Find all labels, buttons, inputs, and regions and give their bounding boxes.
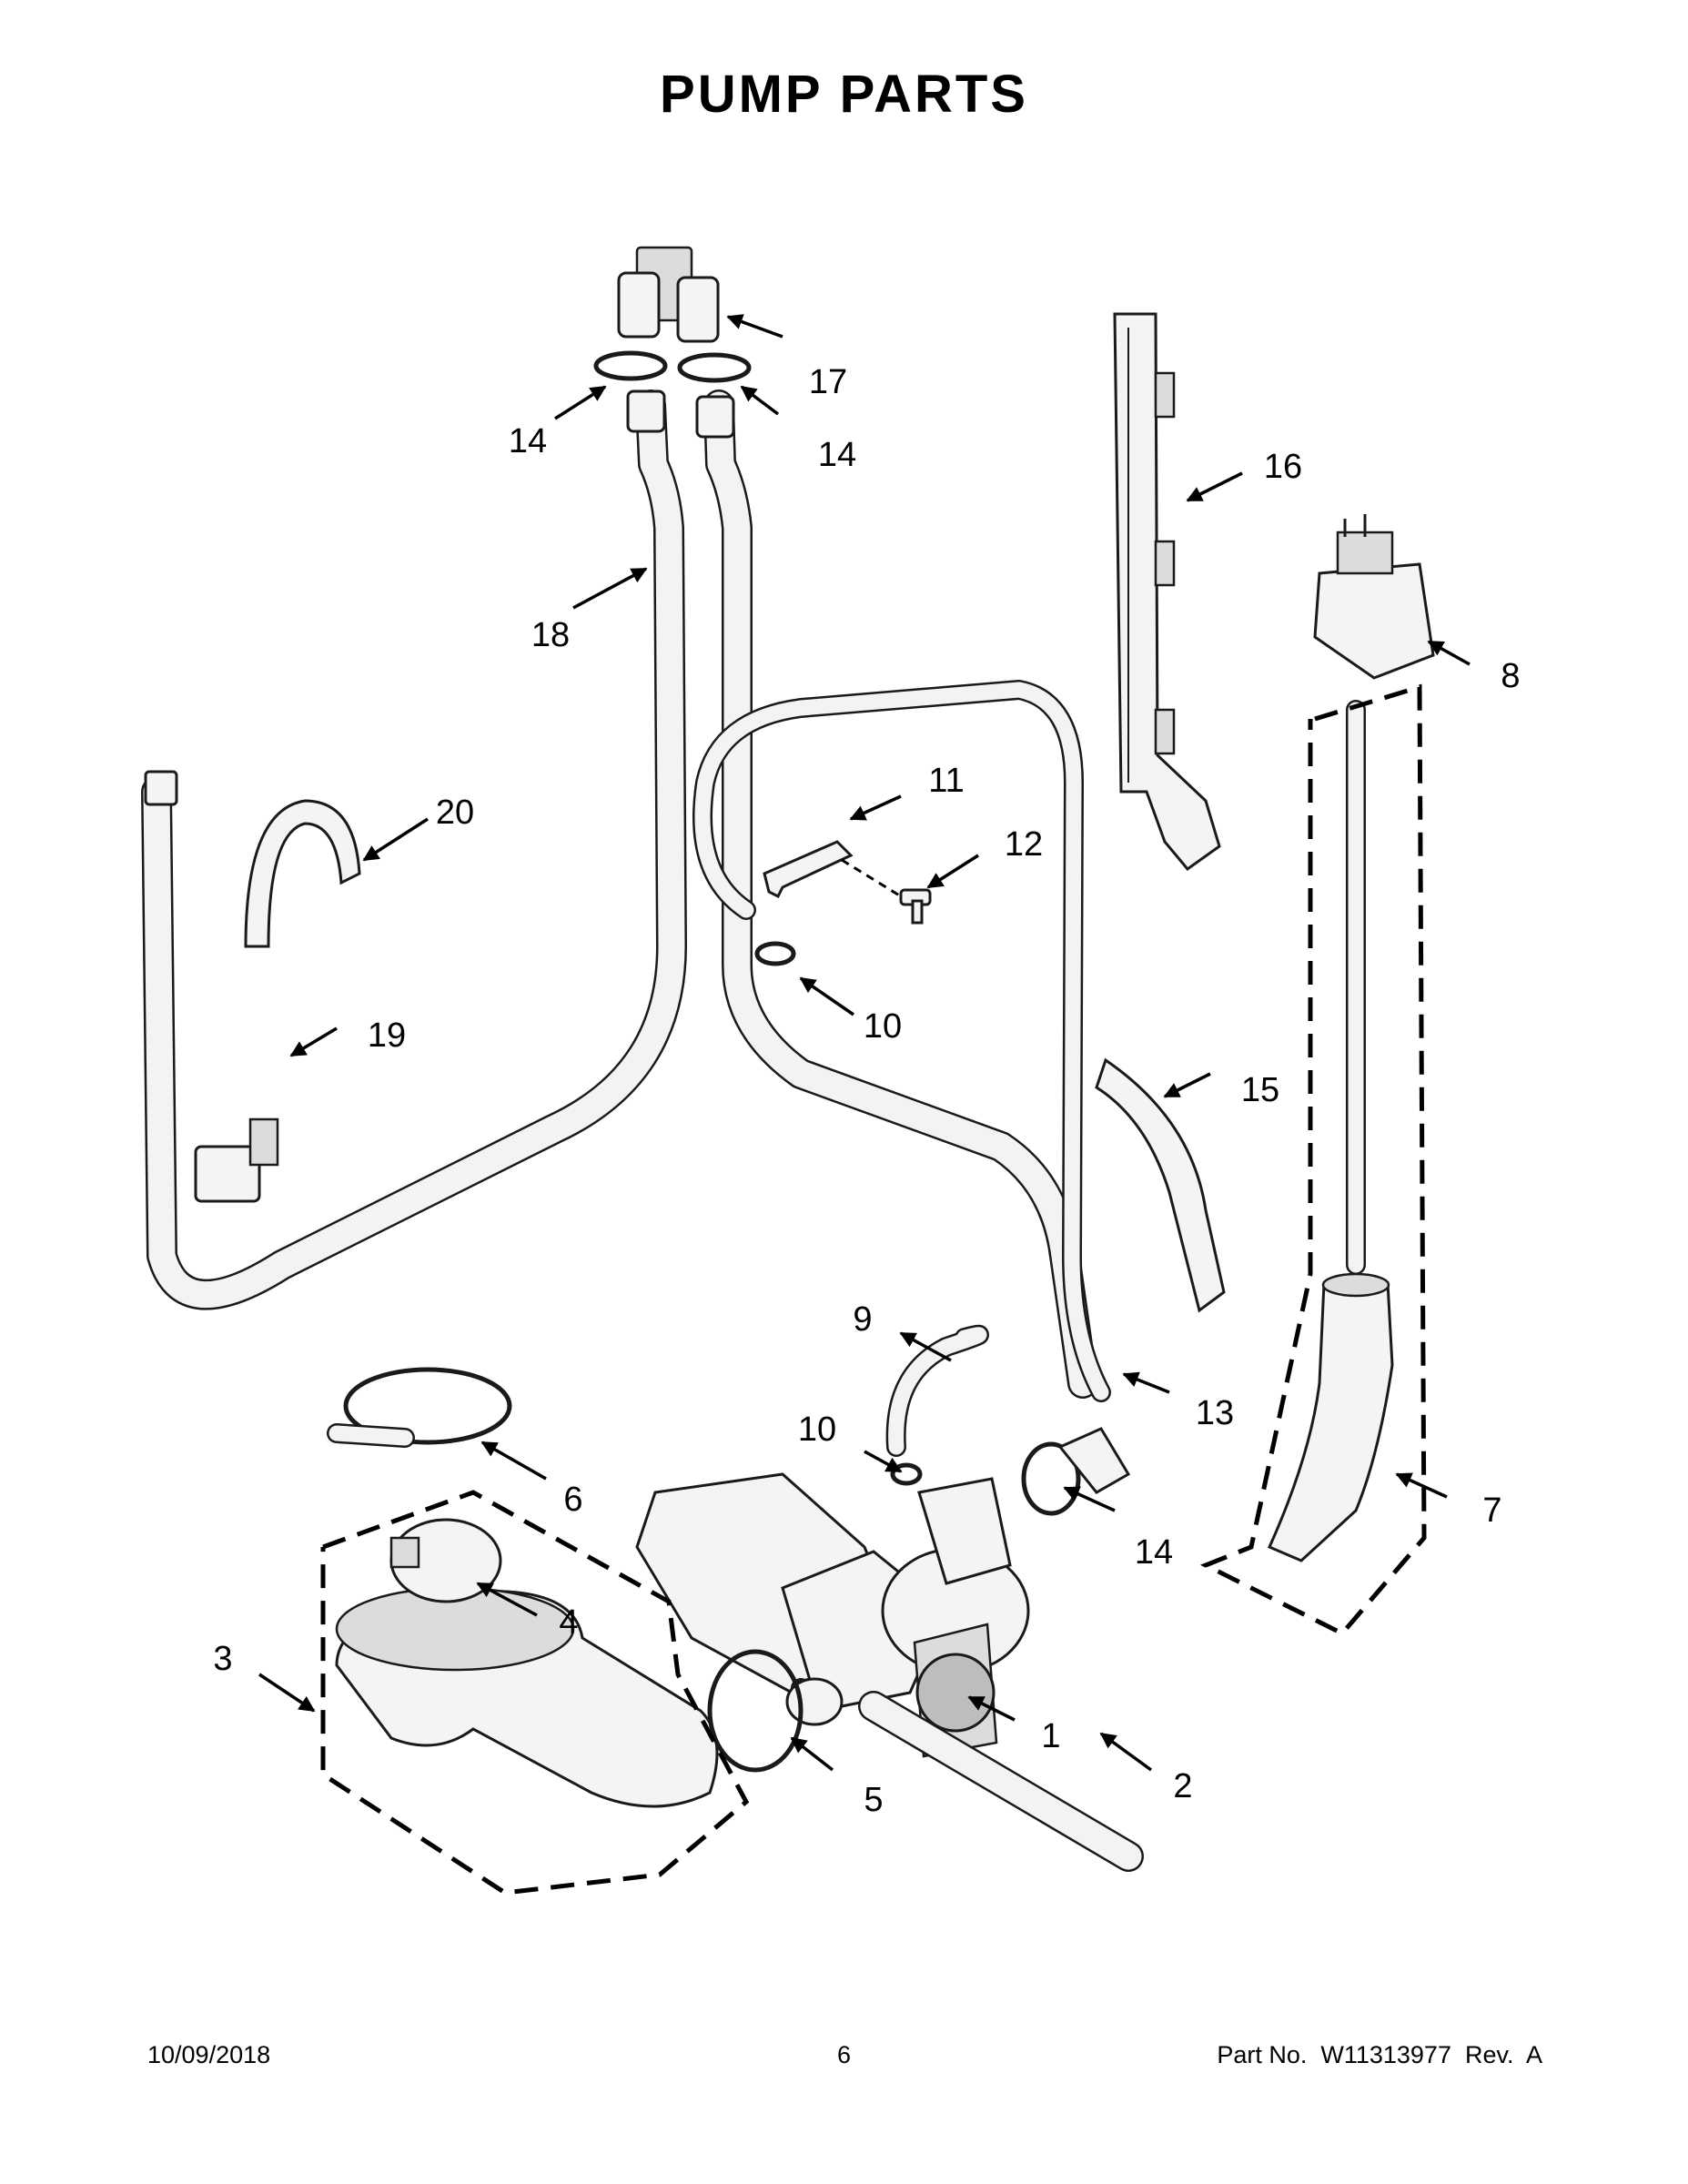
small-clamp-lower	[890, 1462, 923, 1486]
callout-9: 9	[853, 1300, 872, 1339]
hose-guide-bracket	[1113, 312, 1221, 872]
recirculation-hose	[692, 680, 1111, 1457]
callout-20: 20	[436, 794, 474, 832]
callout-11: 11	[928, 762, 964, 800]
callout-4: 4	[559, 1603, 578, 1642]
drain-pump	[635, 1472, 1144, 1872]
footer-date: 10/09/2018	[147, 2041, 271, 2068]
page-title: PUMP PARTS	[660, 65, 1028, 124]
hose-clamp-left	[593, 350, 668, 381]
callout-2: 2	[1173, 1767, 1192, 1805]
hose-clamp-pump	[1021, 1441, 1081, 1516]
clip-screw	[899, 888, 932, 925]
sump-group-outline	[320, 1490, 750, 1896]
pressure-switch	[1313, 514, 1435, 680]
hose-y-connector	[617, 246, 720, 343]
callout-18: 18	[531, 616, 570, 654]
callout-15: 15	[1241, 1071, 1279, 1109]
callout-6: 6	[563, 1481, 582, 1519]
tub-ring-clamp	[327, 1367, 512, 1448]
callout-12: 12	[1005, 825, 1043, 864]
hose-clamp-right	[677, 352, 752, 383]
hose-clip	[194, 1117, 279, 1203]
callout-14-pump: 14	[1135, 1533, 1173, 1572]
callout-14-left: 14	[509, 422, 547, 460]
air-dome-assembly	[1268, 700, 1394, 1562]
callout-5: 5	[864, 1781, 883, 1819]
footer-page-number: 6	[836, 2041, 852, 2068]
callout-17: 17	[809, 363, 847, 401]
callout-10-upper: 10	[864, 1007, 902, 1046]
hose-retaining-clip	[763, 840, 854, 899]
sump-hose	[335, 1518, 719, 1808]
drain-hose-assembly	[141, 389, 1098, 1399]
callout-14-right: 14	[818, 436, 856, 474]
small-clamp-upper	[754, 941, 796, 966]
callout-19: 19	[368, 1016, 406, 1055]
curved-hose-bracket	[1095, 1057, 1226, 1313]
hose-hook	[244, 799, 361, 948]
hose-elbow	[1057, 1427, 1131, 1494]
callout-3: 3	[213, 1640, 232, 1678]
callout-13: 13	[1196, 1394, 1234, 1432]
callout-10-lower: 10	[798, 1410, 836, 1449]
callout-7: 7	[1482, 1491, 1501, 1530]
callout-16: 16	[1264, 448, 1302, 486]
sump-clamp	[707, 1649, 804, 1773]
callout-1: 1	[1041, 1717, 1060, 1755]
footer-part-number: Part No. W11313977 Rev. A	[1217, 2041, 1542, 2068]
callout-8: 8	[1501, 657, 1520, 695]
